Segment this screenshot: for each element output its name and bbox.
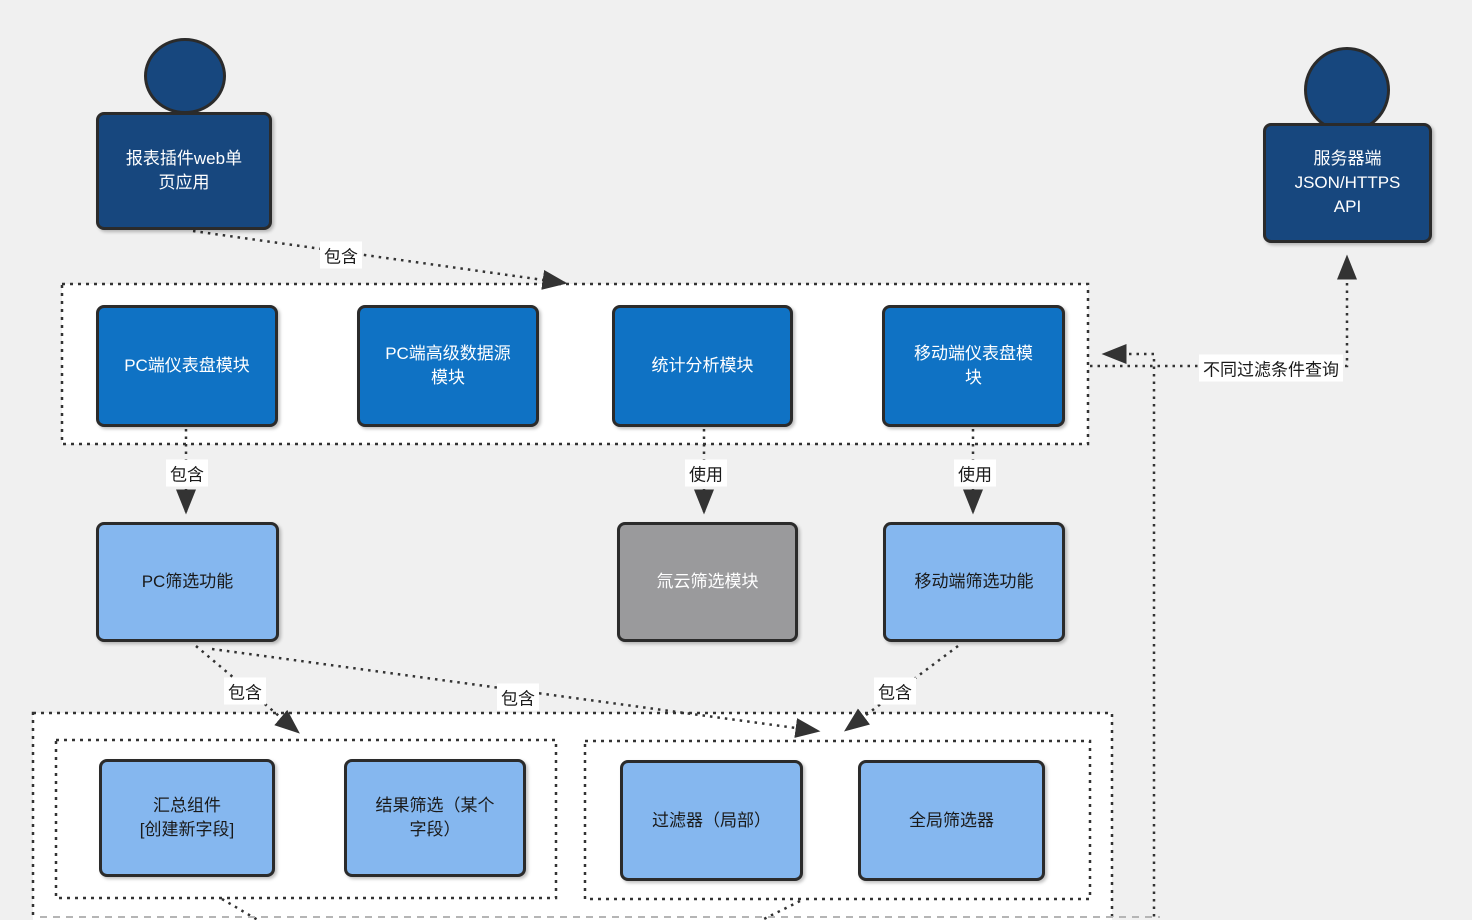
node-global-filter: 全局筛选器 [858, 760, 1045, 881]
edge-query-to-server [1090, 254, 1357, 368]
server-api-node: 服务器端 JSON/HTTPS API [1263, 123, 1432, 243]
node-local-filter: 过滤器（局部） [620, 760, 803, 881]
webapp-actor-head-icon [144, 38, 226, 114]
node-result-filter: 结果筛选（某个 字段） [344, 759, 526, 877]
node-stat-analysis-module: 统计分析模块 [612, 305, 793, 427]
node-tritium-filter-module: 氚云筛选模块 [617, 522, 798, 642]
edge-bottomleft-cutoff [221, 897, 261, 920]
edge-label-contain-top: 包含 [320, 241, 362, 269]
node-pc-datasource-module: PC端高级数据源 模块 [357, 305, 539, 427]
server-actor-head-icon [1304, 47, 1390, 133]
node-pc-dashboard-module: PC端仪表盘模块 [96, 305, 278, 427]
edge-webapp-to-modules [192, 229, 568, 290]
node-mobile-dashboard-module: 移动端仪表盘模 块 [882, 305, 1065, 427]
edge-label-use-stat: 使用 [685, 459, 727, 487]
webapp-actor-node: 报表插件web单 页应用 [96, 112, 272, 230]
edge-label-use-mobile: 使用 [954, 459, 996, 487]
edge-bottomright-cutoff [759, 899, 801, 920]
edge-label-contain-pc: 包含 [166, 459, 208, 487]
node-pc-filter-feature: PC筛选功能 [96, 522, 279, 642]
edge-label-contain-bottom-mid: 包含 [497, 683, 539, 711]
edge-label-contain-bottom-left: 包含 [224, 677, 266, 705]
node-summary-component: 汇总组件 [创建新字段] [99, 759, 275, 877]
edge-label-contain-bottom-right: 包含 [874, 677, 916, 705]
edge-label-query: 不同过滤条件查询 [1199, 354, 1343, 382]
node-mobile-filter-feature: 移动端筛选功能 [883, 522, 1065, 642]
